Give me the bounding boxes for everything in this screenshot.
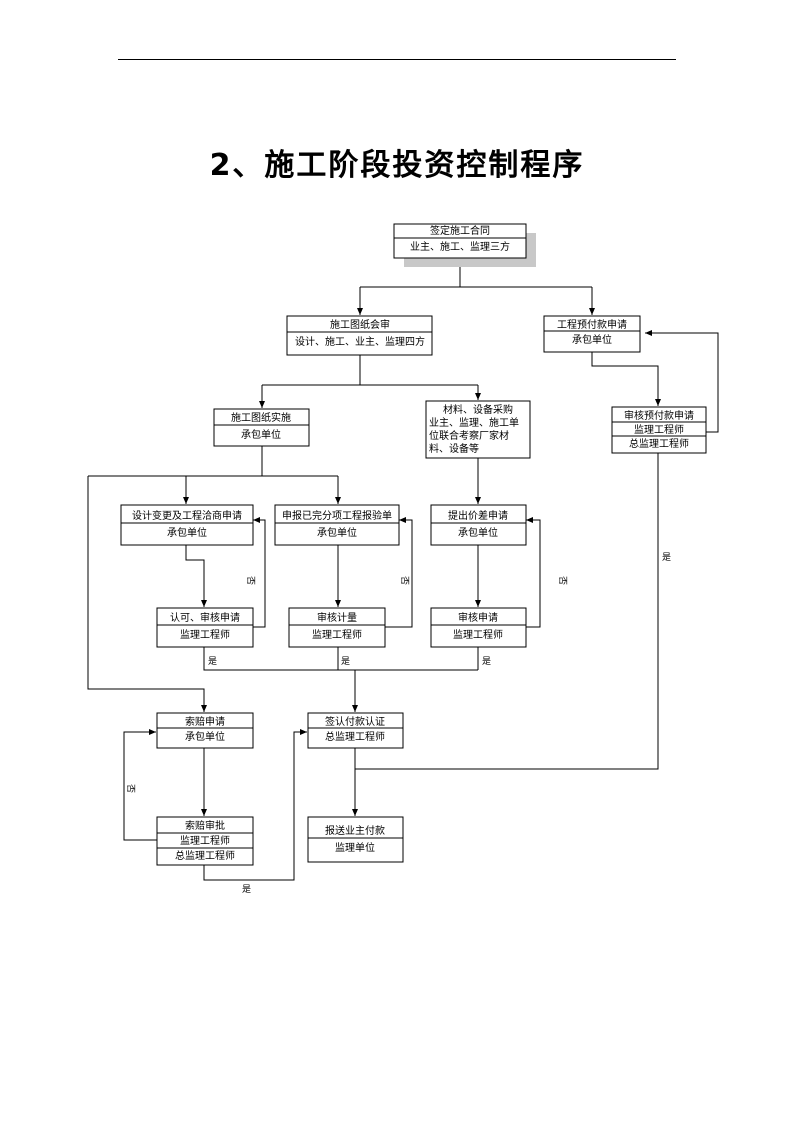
box-title: 签认付款认证 (325, 715, 385, 728)
box-completed-report: 申报已完分项工程报验单 承包单位 (274, 504, 400, 546)
box-review-apply: 审核申请 监理工程师 (430, 607, 527, 648)
box-drawing-review: 施工图纸会审 设计、施工、业主、监理四方 (286, 315, 433, 356)
box-title: 施工图纸实施 (231, 411, 291, 424)
page-title: 2、施工阶段投资控制程序 (209, 148, 585, 183)
box-text: 业主、监理、施工单 (429, 416, 519, 429)
box-prepayment-apply: 工程预付款申请 承包单位 (543, 315, 641, 353)
box-party: 设计、施工、业主、监理四方 (295, 335, 425, 348)
label-yes: 是 (208, 656, 217, 667)
box-title: 材料、设备采购 (443, 403, 513, 416)
box-party: 承包单位 (572, 333, 612, 346)
label-no: 否 (557, 576, 568, 585)
label-no: 否 (245, 576, 256, 585)
box-party: 监理工程师 (312, 628, 362, 641)
box-title: 申报已完分项工程报验单 (282, 509, 392, 522)
box-drawing-implement: 施工图纸实施 承包单位 (213, 408, 310, 447)
connectors (87, 258, 719, 881)
page-header-rule (118, 59, 676, 60)
box-party: 承包单位 (185, 730, 225, 743)
box-text: 料、设备等 (429, 442, 479, 455)
box-party: 监理工程师 (453, 628, 503, 641)
box-claim-approve: 索赔审批 监理工程师 总监理工程师 (156, 816, 254, 866)
box-party: 监理工程师 (180, 834, 230, 847)
label-no: 否 (399, 576, 410, 585)
box-party: 监理工程师 (180, 628, 230, 641)
box-party: 承包单位 (317, 526, 357, 539)
box-party: 承包单位 (241, 428, 281, 441)
box-title: 审核申请 (458, 611, 498, 624)
box-party: 总监理工程师 (175, 849, 235, 862)
box-design-change: 设计变更及工程洽商申请 承包单位 (120, 504, 254, 546)
box-party: 监理工程师 (634, 423, 684, 436)
box-title: 审核计量 (317, 611, 357, 624)
box-review-measure: 审核计量 监理工程师 (288, 607, 386, 648)
box-text: 位联合考察厂家材 (429, 429, 509, 442)
box-sign-contract: 签定施工合同 业主、施工、监理三方 (393, 223, 536, 267)
box-title: 设计变更及工程洽商申请 (132, 509, 242, 522)
box-price-difference: 提出价差申请 承包单位 (430, 504, 527, 546)
label-yes: 是 (341, 656, 350, 667)
label-yes: 是 (482, 656, 491, 667)
box-sign-payment: 签认付款认证 总监理工程师 (307, 712, 404, 749)
box-title: 工程预付款申请 (557, 318, 627, 331)
box-party: 总监理工程师 (325, 730, 385, 743)
box-party: 业主、施工、监理三方 (410, 240, 510, 253)
box-material-purchase: 材料、设备采购 业主、监理、施工单 位联合考察厂家材 料、设备等 (425, 400, 531, 459)
box-title: 报送业主付款 (325, 824, 385, 837)
box-prepayment-review: 审核预付款申请 监理工程师 总监理工程师 (611, 406, 707, 454)
label-yes: 是 (662, 552, 671, 563)
box-report-owner: 报送业主付款 监理单位 (307, 816, 404, 863)
box-title: 认可、审核申请 (170, 611, 240, 624)
label-no: 否 (125, 784, 136, 793)
box-approve-review: 认可、审核申请 监理工程师 (156, 607, 254, 648)
box-party: 总监理工程师 (629, 437, 689, 450)
flow-labels: 是 是 是 是 是 否 否 否 否 (125, 552, 671, 895)
box-party: 承包单位 (167, 526, 207, 539)
label-yes: 是 (242, 884, 251, 895)
box-title: 索赔申请 (185, 715, 225, 728)
box-party: 承包单位 (458, 526, 498, 539)
box-claim-apply: 索赔申请 承包单位 (156, 712, 254, 749)
box-title: 索赔审批 (185, 819, 225, 832)
box-title: 提出价差申请 (448, 509, 508, 522)
box-title: 签定施工合同 (430, 224, 490, 237)
box-party: 监理单位 (335, 841, 375, 854)
box-title: 审核预付款申请 (624, 409, 694, 422)
box-title: 施工图纸会审 (330, 318, 390, 331)
